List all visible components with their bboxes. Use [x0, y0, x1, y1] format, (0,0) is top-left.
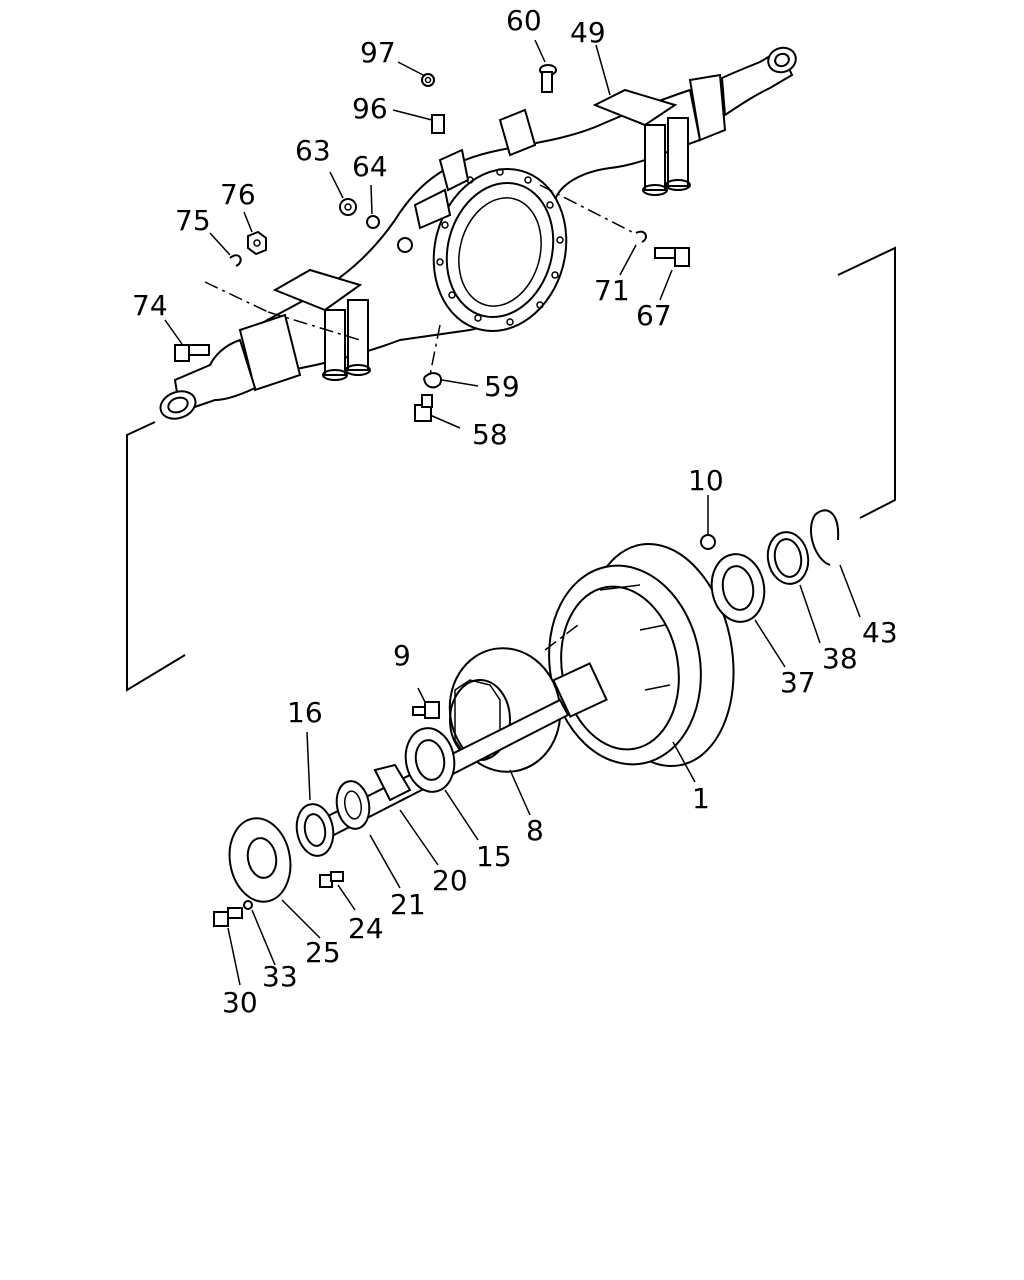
bolt-67 — [654, 247, 690, 267]
spindle-right — [688, 46, 797, 142]
callout-10: 10 — [688, 464, 724, 497]
callout-20: 20 — [432, 864, 468, 897]
spindle-left — [159, 313, 302, 420]
bracket-left — [126, 421, 186, 692]
seal-16 — [295, 803, 335, 857]
bracket-right — [837, 246, 896, 519]
callout-74: 74 — [132, 289, 168, 322]
callout-24: 24 — [348, 912, 384, 945]
nut-76 — [247, 230, 267, 256]
callout-96: 96 — [352, 92, 388, 125]
bearing-21 — [335, 780, 371, 830]
brake-drum-1 — [548, 542, 735, 768]
bearing-15 — [404, 727, 456, 793]
callout-33: 33 — [262, 960, 298, 993]
spring-seat-left — [272, 268, 371, 381]
bowl-bolt-holes — [436, 168, 564, 326]
callout-21: 21 — [390, 888, 426, 921]
leader-lines — [164, 39, 861, 986]
callout-76: 76 — [220, 178, 256, 211]
callout-64: 64 — [352, 150, 388, 183]
callout-49: 49 — [570, 16, 606, 49]
clip-75 — [229, 254, 242, 267]
callout-75: 75 — [175, 204, 211, 237]
callout-15: 15 — [476, 840, 512, 873]
bolt-60 — [539, 64, 557, 93]
bolt-58 — [414, 394, 433, 422]
retainer-20 — [373, 763, 412, 802]
snap-ring-43 — [810, 509, 840, 566]
bolt-74 — [174, 344, 210, 362]
bracket-96 — [431, 114, 445, 134]
callout-38: 38 — [822, 642, 858, 675]
callout-97: 97 — [360, 36, 396, 69]
callout-37: 37 — [780, 666, 816, 699]
nut-10 — [700, 534, 716, 550]
seal-38 — [766, 531, 810, 585]
bolt-24 — [319, 871, 344, 888]
axle-housing — [159, 46, 797, 420]
bolt-30 — [213, 907, 243, 927]
callout-25: 25 — [305, 936, 341, 969]
washer-59 — [423, 372, 442, 389]
callout-9: 9 — [393, 639, 411, 672]
bearing-37 — [710, 553, 766, 623]
callout-71: 71 — [594, 274, 630, 307]
callout-59: 59 — [484, 370, 520, 403]
nut-63 — [339, 198, 357, 216]
flange-25 — [228, 817, 292, 903]
washer-64 — [366, 215, 380, 229]
stud-9 — [412, 701, 440, 719]
washer-33 — [243, 900, 253, 910]
clip-71 — [635, 230, 647, 243]
callout-16: 16 — [287, 696, 323, 729]
fastener-97 — [421, 73, 435, 87]
callout-8: 8 — [526, 814, 544, 847]
callout-30: 30 — [222, 986, 258, 1019]
callout-63: 63 — [295, 134, 331, 167]
callout-67: 67 — [636, 299, 672, 332]
callout-1: 1 — [692, 782, 710, 815]
callout-58: 58 — [472, 418, 508, 451]
callout-60: 60 — [506, 4, 542, 37]
callout-43: 43 — [862, 616, 898, 649]
spring-seat-right — [592, 88, 691, 196]
